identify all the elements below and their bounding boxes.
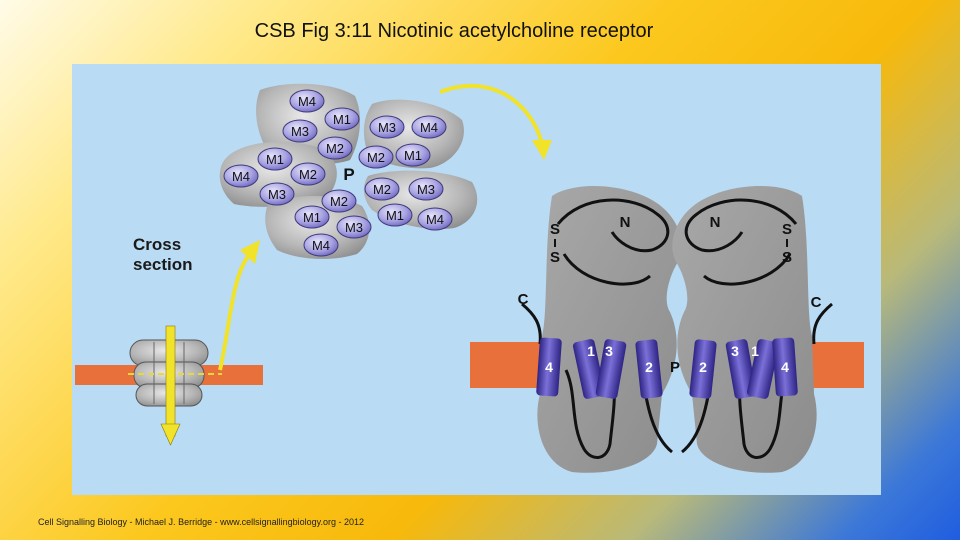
arrow-to-cross-section-head [240,240,260,264]
helix-15: M1 [294,205,330,229]
helix-11: M3 [259,182,295,206]
figure-panel: M4 M1 M3 M2 M3 M4 M1 M2 M1 M4 M2 M3 M2 M… [72,64,881,495]
svg-text:M3: M3 [417,182,435,197]
svg-text:M2: M2 [299,167,317,182]
arrow-to-cross-section [218,252,252,371]
helix-rod-left-1: 1 [572,339,606,399]
svg-text:M1: M1 [266,152,284,167]
svg-text:M4: M4 [298,94,316,109]
svg-text:M4: M4 [420,120,438,135]
svg-text:M4: M4 [426,212,444,227]
helix-9: M4 [223,164,259,188]
helix-3: M2 [317,136,353,160]
svg-text:4: 4 [545,359,553,375]
helix-14: M2 [364,177,400,201]
svg-text:M2: M2 [373,182,391,197]
svg-text:M1: M1 [386,208,404,223]
membrane-right-a [470,342,542,388]
svg-text:S: S [550,249,560,266]
svg-text:M2: M2 [326,141,344,156]
helix-0: M4 [289,89,325,113]
svg-text:M3: M3 [291,124,309,139]
subunit-right-side-view [672,185,817,473]
cross-section-label-line1: Cross [133,235,181,254]
svg-text:1: 1 [587,343,595,359]
helix-6: M1 [395,143,431,167]
svg-text:S: S [550,221,560,238]
pore-label-cross: P [343,165,354,184]
svg-text:3: 3 [605,343,613,359]
helix-rod-right-4: 4 [772,337,798,397]
svg-text:M2: M2 [330,194,348,209]
helix-rod-right-1: 1 [746,339,780,399]
c-terminal-right: C [811,294,822,311]
disulfide-right: S S [782,221,792,266]
helix-8: M1 [257,147,293,171]
c-terminal-left: C [518,291,529,308]
n-terminal-right: N [710,214,721,231]
svg-text:M1: M1 [333,112,351,127]
slide-footer: Cell Signalling Biology - Michael J. Ber… [38,517,364,527]
cross-section-helices: M4 M1 M3 M2 M3 M4 M1 M2 M1 M4 M2 M3 M2 M… [223,89,453,257]
svg-text:M2: M2 [367,150,385,165]
svg-text:S: S [782,249,792,266]
svg-text:2: 2 [699,359,707,375]
cross-section-label-line2: section [133,255,193,274]
helix-10: M2 [290,162,326,186]
svg-text:4: 4 [781,359,789,375]
pore-label-side: P [670,359,680,376]
svg-text:M4: M4 [232,169,250,184]
svg-text:M3: M3 [268,187,286,202]
svg-text:M3: M3 [345,220,363,235]
helix-rod-left-2: 2 [635,339,663,399]
arrow-to-subunits-head [532,140,552,160]
helix-4: M3 [369,115,405,139]
helix-rod-left-4: 4 [536,337,562,397]
svg-text:M1: M1 [404,148,422,163]
svg-text:M3: M3 [378,120,396,135]
helix-18: M3 [336,215,372,239]
helix-5: M4 [411,115,447,139]
svg-text:3: 3 [731,343,739,359]
flow-arrow-down [160,325,181,446]
helix-13: M3 [408,177,444,201]
n-terminal-left: N [620,214,631,231]
helix-19: M4 [303,233,339,257]
svg-text:M4: M4 [312,238,330,253]
svg-text:2: 2 [645,359,653,375]
helix-1: M1 [324,107,360,131]
helix-12: M2 [321,189,357,213]
subunit-left [219,141,337,207]
helix-2: M3 [282,119,318,143]
helix-16: M1 [377,203,413,227]
svg-text:1: 1 [751,343,759,359]
disulfide-left: S S [550,221,560,266]
helix-7: M2 [358,145,394,169]
helix-17: M4 [417,207,453,231]
helix-rod-left-3: 3 [595,339,627,399]
receptor-diagram: M4 M1 M3 M2 M3 M4 M1 M2 M1 M4 M2 M3 M2 M… [75,83,864,473]
slide-title: CSB Fig 3:11 Nicotinic acetylcholine rec… [254,20,654,42]
helix-rod-right-2: 2 [689,339,717,399]
svg-text:S: S [782,221,792,238]
svg-text:M1: M1 [303,210,321,225]
arrow-to-subunits [439,83,544,145]
